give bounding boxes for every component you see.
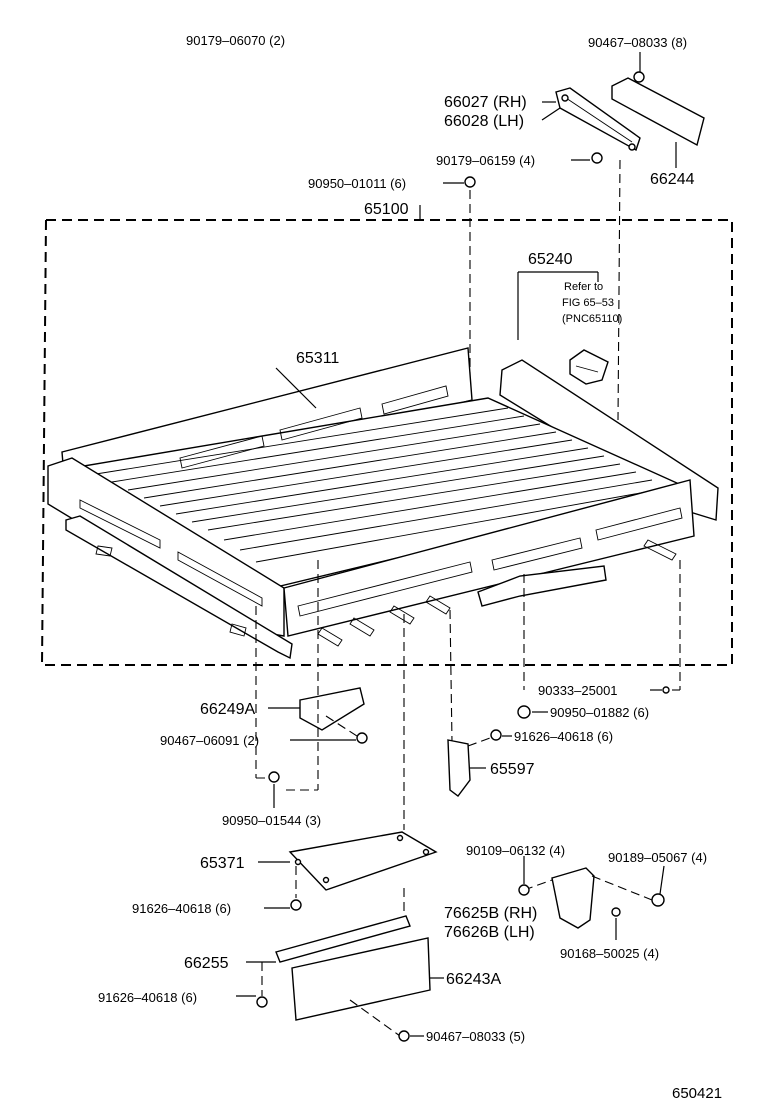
step-plate-65371 [288, 831, 438, 891]
nut-90179-06159 [591, 152, 603, 164]
front-long-rail [283, 479, 695, 637]
label-66255: 66255 [184, 955, 229, 972]
assembly-boundary [40, 219, 733, 666]
washer-90168-50025 [611, 907, 621, 917]
label-90168-50025: 90168–50025 (4) [560, 946, 659, 961]
label-90179-06159: 90179–06159 (4) [436, 153, 535, 168]
bolt-91626-40618-right [490, 729, 502, 741]
grommet-90950-01544 [268, 771, 280, 783]
bolt-90109-06132 [518, 884, 530, 896]
label-91626-40618-mid: 91626–40618 (6) [132, 901, 231, 916]
label-90950-01011: 90950–01011 (6) [308, 176, 406, 191]
bolt-91626-40618-lower [256, 996, 268, 1008]
under-crossmember-right [477, 565, 607, 607]
stay-bracket-65597 [447, 739, 471, 797]
label-76625B: 76625B (RH) [444, 905, 537, 922]
label-65597: 65597 [490, 761, 535, 778]
label-90950-01544: 90950–01544 (3) [222, 813, 321, 828]
label-90467-06091: 90467–06091 (2) [160, 733, 259, 748]
clip-90467-08033-lower [398, 1030, 410, 1042]
under-crossmember-left [65, 515, 293, 660]
mud-flap-76625B [551, 867, 595, 929]
grommet-90950-01882 [517, 705, 531, 719]
rail-slots [79, 385, 683, 617]
label-65311: 65311 [296, 350, 339, 367]
nut-90189-05067 [651, 893, 665, 907]
label-65100: 65100 [364, 201, 409, 218]
plug-90333-25001 [662, 686, 670, 694]
label-65371: 65371 [200, 855, 245, 872]
label-66249A: 66249A [200, 701, 255, 718]
label-90333-25001: 90333–25001 [538, 683, 618, 698]
label-90467-08033-lower: 90467–08033 (5) [426, 1029, 525, 1044]
label-66028: 66028 (LH) [444, 113, 524, 130]
label-66243A: 66243A [446, 971, 501, 988]
grommet-90950-01011 [464, 176, 476, 188]
label-65240: 65240 [528, 251, 573, 268]
left-side-rail [47, 457, 285, 637]
bolt-90467-06091 [356, 732, 368, 744]
bracket-66249A [299, 687, 365, 731]
label-90179-06070: 90179–06070 (2) [186, 33, 285, 48]
label-90189-05067: 90189–05067 (4) [608, 850, 707, 865]
floor-ribs [95, 407, 669, 563]
label-91626-40618-lower: 91626–40618 (6) [98, 990, 197, 1005]
label-66244: 66244 [650, 171, 695, 188]
label-90109-06132: 90109–06132 (4) [466, 843, 565, 858]
label-90950-01882: 90950–01882 (6) [550, 705, 649, 720]
label-76626B: 76626B (LH) [444, 924, 535, 941]
refer-line-1: Refer to [564, 281, 603, 293]
rail-strip-66255 [275, 915, 411, 963]
label-66027: 66027 (RH) [444, 94, 527, 111]
refer-line-2: FIG 65–53 [562, 297, 614, 309]
under-brackets [95, 539, 677, 647]
latch-bracket [569, 349, 609, 385]
diagram-number: 650421 [672, 1085, 722, 1102]
label-90467-08033-top: 90467–08033 (8) [588, 35, 687, 50]
clip-90467-08033-top [633, 71, 645, 83]
label-91626-40618-right: 91626–40618 (6) [514, 729, 613, 744]
refer-line-3: (PNC65110) [562, 313, 622, 325]
panel-66243A [291, 937, 431, 1021]
cover-plate-66244 [611, 77, 705, 147]
bolt-91626-40618-mid [290, 899, 302, 911]
